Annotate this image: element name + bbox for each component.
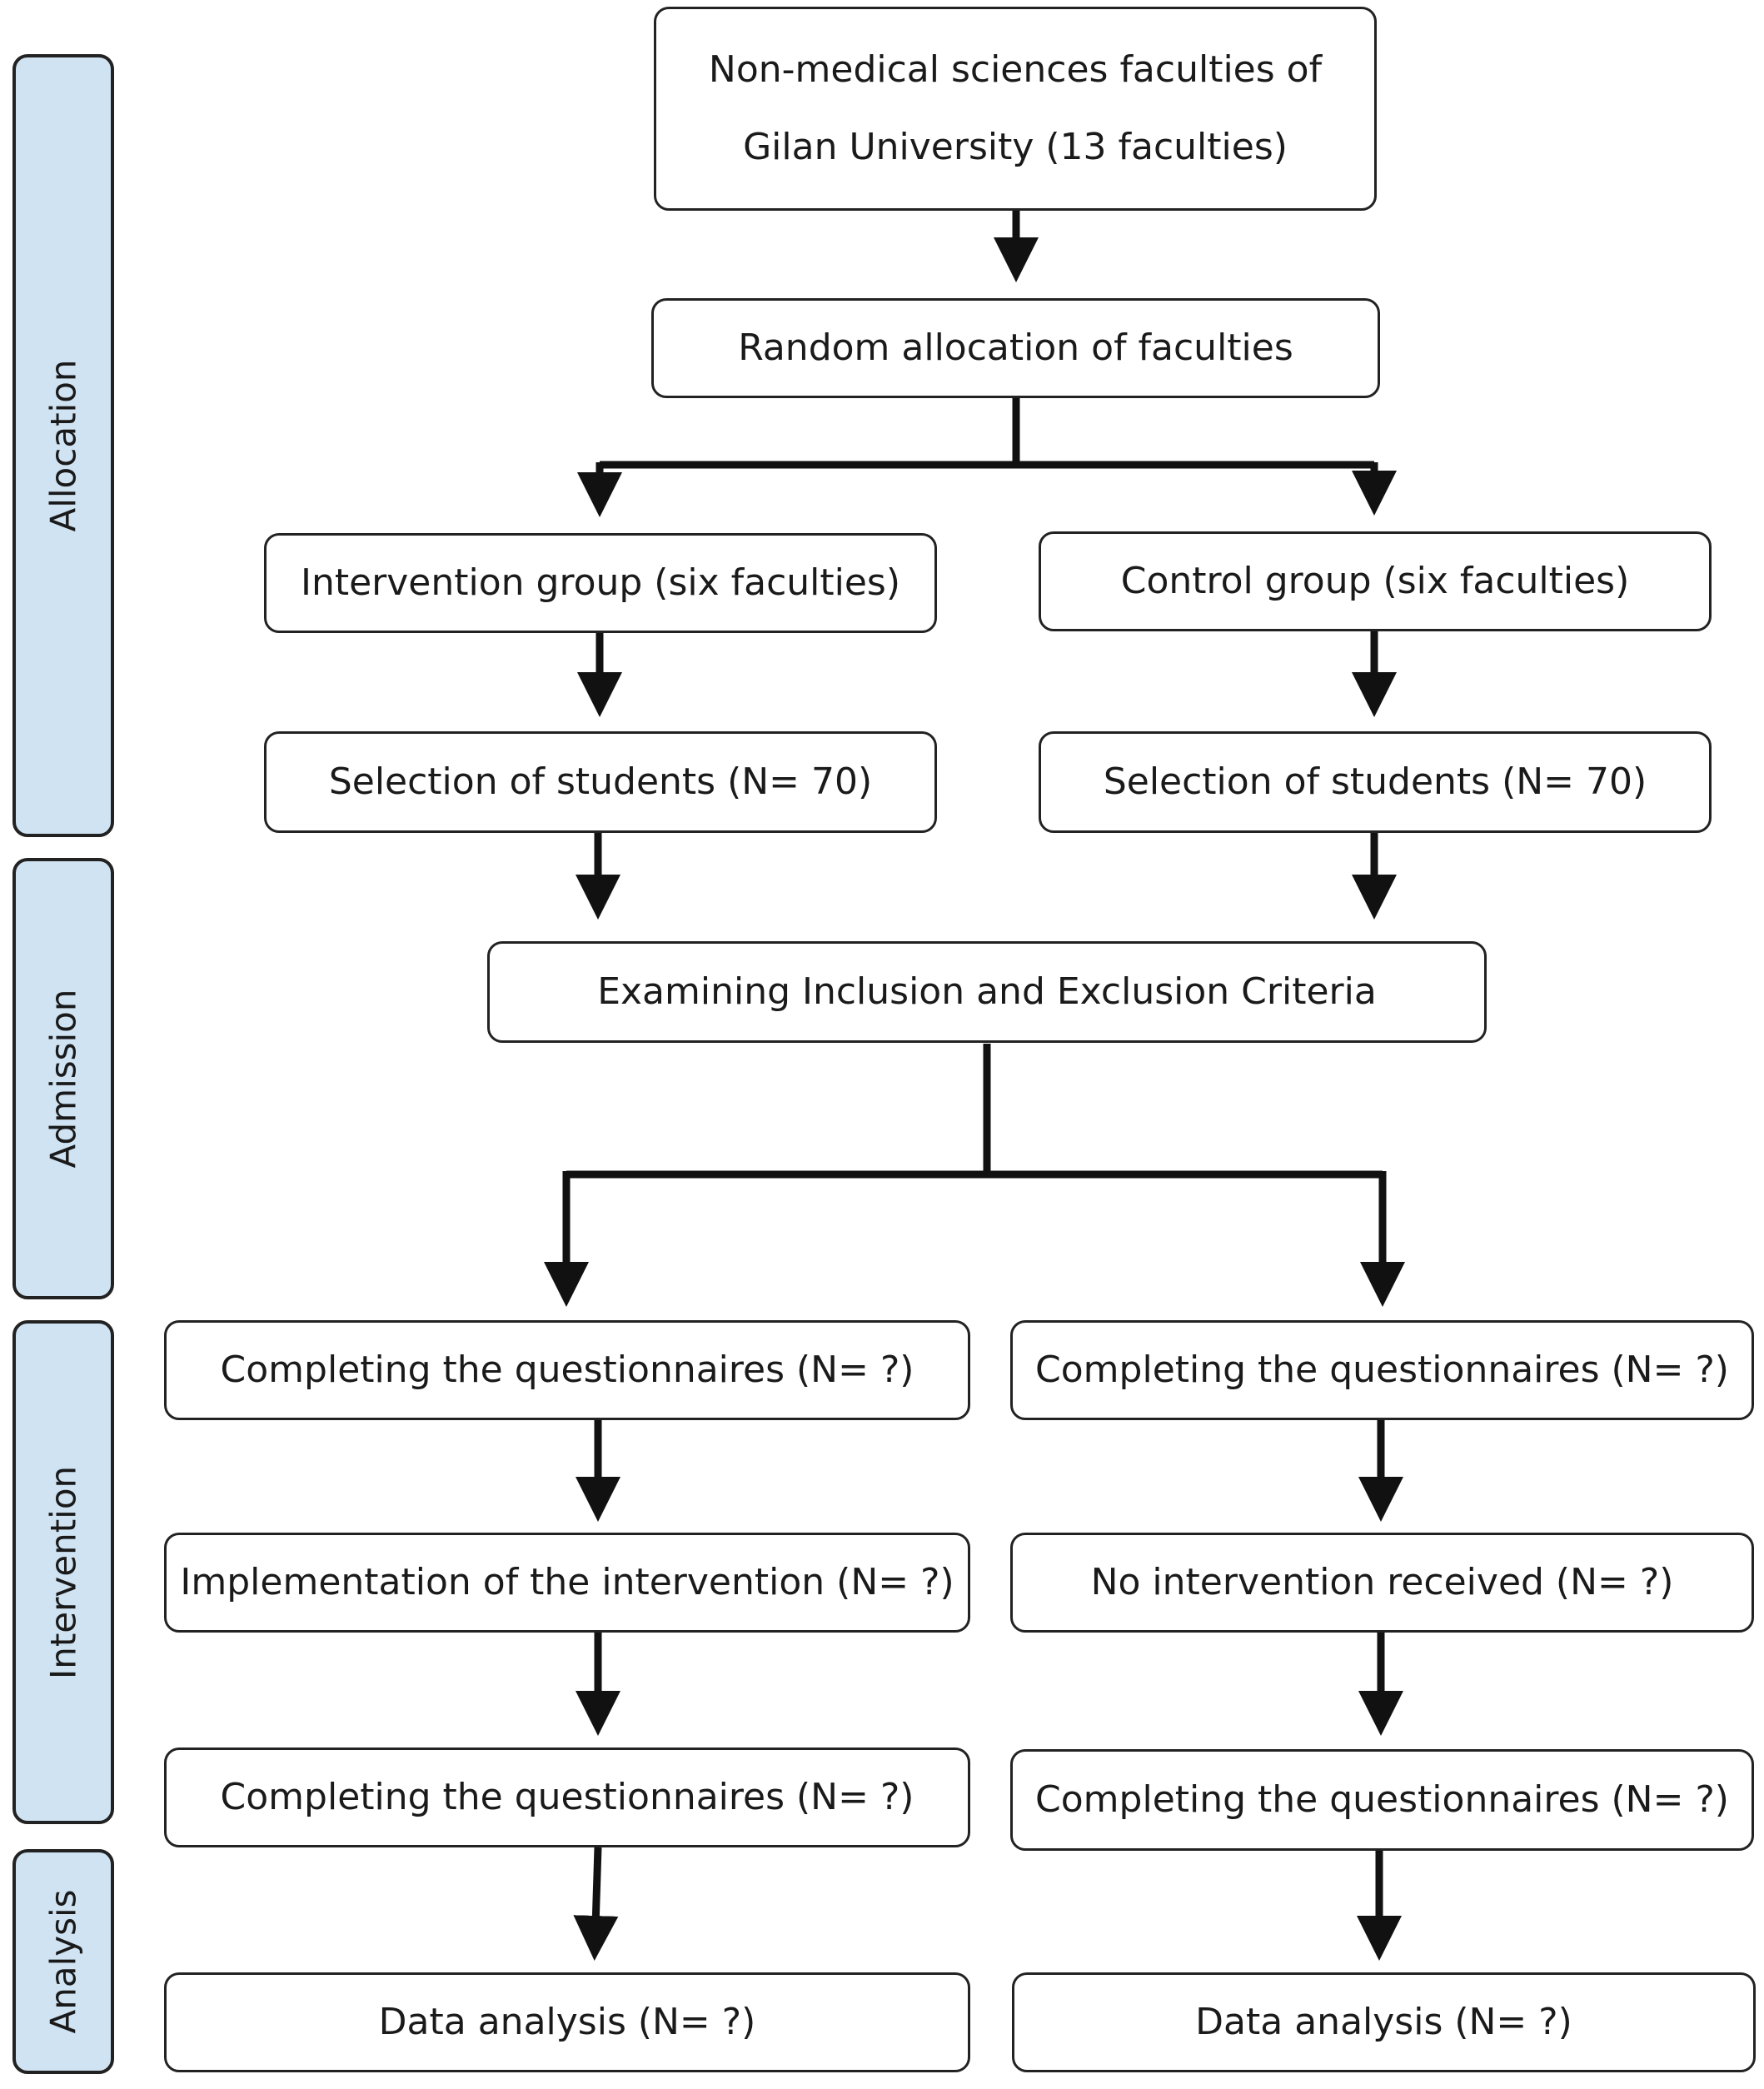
arrow-post-to-analysis-intervention <box>573 1847 619 1961</box>
pre-questionnaire-intervention-text: Completing the questionnaires (N= ?) <box>220 1348 914 1391</box>
source-line-1: Non-medical sciences faculties of <box>708 47 1323 91</box>
analysis-intervention-text: Data analysis (N= ?) <box>378 2000 756 2043</box>
phase-analysis: Analysis <box>12 1849 114 2074</box>
box-post-questionnaire-intervention: Completing the questionnaires (N= ?) <box>164 1747 970 1847</box>
box-control-group: Control group (six faculties) <box>1039 531 1712 631</box>
box-intervention-group: Intervention group (six faculties) <box>264 533 937 633</box>
box-implementation-intervention: Implementation of the intervention (N= ?… <box>164 1533 970 1633</box>
implementation-text: Implementation of the intervention (N= ?… <box>180 1560 954 1603</box>
box-random-allocation: Random allocation of faculties <box>651 298 1380 398</box>
control-group-text: Control group (six faculties) <box>1120 559 1630 602</box>
box-pre-questionnaire-control: Completing the questionnaires (N= ?) <box>1010 1320 1754 1420</box>
post-questionnaire-control-text: Completing the questionnaires (N= ?) <box>1035 1777 1729 1821</box>
box-post-questionnaire-control: Completing the questionnaires (N= ?) <box>1010 1749 1754 1851</box>
box-selection-control: Selection of students (N= 70) <box>1039 731 1712 833</box>
box-pre-questionnaire-intervention: Completing the questionnaires (N= ?) <box>164 1320 970 1420</box>
box-data-analysis-control: Data analysis (N= ?) <box>1012 1972 1756 2072</box>
no-intervention-text: No intervention received (N= ?) <box>1090 1560 1674 1603</box>
box-data-analysis-intervention: Data analysis (N= ?) <box>164 1972 970 2072</box>
analysis-control-text: Data analysis (N= ?) <box>1195 2000 1572 2043</box>
source-line-2: Gilan University (13 faculties) <box>743 125 1288 168</box>
random-allocation-text: Random allocation of faculties <box>738 326 1293 369</box>
box-no-intervention: No intervention received (N= ?) <box>1010 1533 1754 1633</box>
selection-intervention-text: Selection of students (N= 70) <box>328 760 873 803</box>
box-inclusion-exclusion-criteria: Examining Inclusion and Exclusion Criter… <box>487 941 1487 1043</box>
selection-control-text: Selection of students (N= 70) <box>1103 760 1647 803</box>
pre-questionnaire-control-text: Completing the questionnaires (N= ?) <box>1035 1348 1729 1391</box>
phase-admission: Admission <box>12 858 114 1299</box>
phase-intervention: Intervention <box>12 1320 114 1824</box>
phase-allocation: Allocation <box>12 54 114 837</box>
box-selection-intervention: Selection of students (N= 70) <box>264 731 937 833</box>
connector-allocation-split <box>600 398 1374 469</box>
box-source-population: Non-medical sciences faculties of Gilan … <box>654 7 1377 211</box>
criteria-text: Examining Inclusion and Exclusion Criter… <box>597 970 1377 1013</box>
connector-criteria-split <box>566 1044 1383 1179</box>
post-questionnaire-intervention-text: Completing the questionnaires (N= ?) <box>220 1775 914 1818</box>
intervention-group-text: Intervention group (six faculties) <box>300 561 901 604</box>
